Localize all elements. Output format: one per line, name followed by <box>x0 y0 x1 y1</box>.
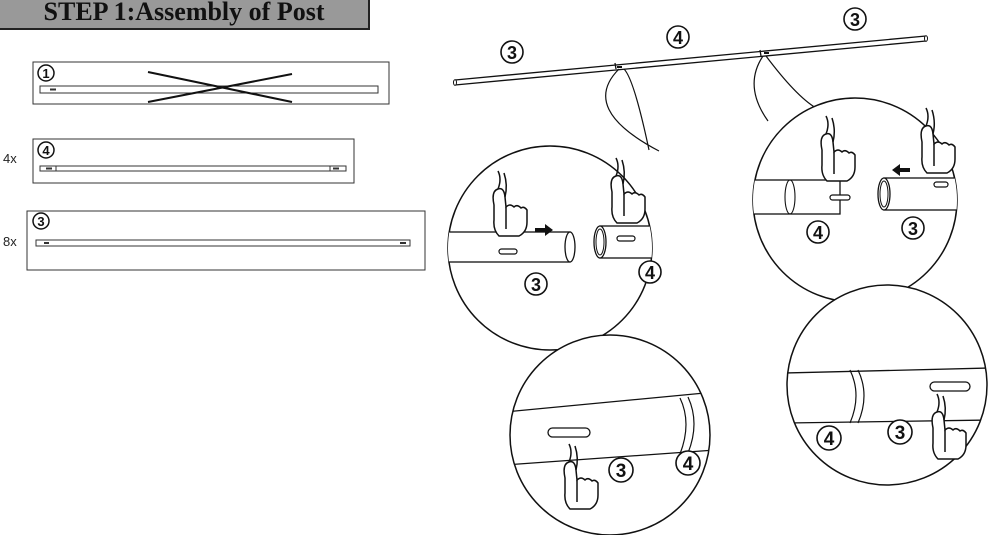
part-1-badge <box>37 64 55 82</box>
post-tube-3 <box>35 239 411 247</box>
detail-2-badge-a <box>806 220 830 244</box>
detail-3-label-a: 3 <box>616 461 627 482</box>
part-1-panel: 1 <box>32 61 390 105</box>
part-3-badge <box>32 212 50 230</box>
step-header: STEP 1:Assembly of Post <box>0 0 370 30</box>
part-3-quantity: 8x <box>3 234 17 249</box>
detail-1-badge-b <box>638 260 662 284</box>
part-4-badge <box>37 141 55 159</box>
push-arrow-icon <box>892 164 910 176</box>
detail-3-badge-a <box>608 457 634 483</box>
part-3-number: 3 <box>37 214 44 229</box>
cross-out-line <box>147 73 293 103</box>
part-4-number: 4 <box>42 143 50 158</box>
detail-3-label-b: 4 <box>683 454 694 475</box>
detail-1-badge-a <box>524 272 548 296</box>
detail-circle-1: 3 4 <box>447 145 662 351</box>
assembly-label-middle: 4 <box>673 28 683 48</box>
detail-3-badge-b <box>675 450 701 476</box>
detail-4-badge-a <box>816 425 842 451</box>
part-4-quantity: 4x <box>3 151 17 166</box>
detail-circle-2: 4 3 <box>752 97 958 303</box>
assembly-label-middle-badge <box>666 25 690 49</box>
step-title: STEP 1:Assembly of Post <box>43 0 325 26</box>
part-4-panel: 4x 4 <box>3 138 355 184</box>
assembly-label-left: 3 <box>507 43 517 63</box>
part-1-number: 1 <box>42 66 49 81</box>
assembled-post: 3 4 3 <box>453 7 928 86</box>
detail-circle-4: 4 3 <box>786 284 988 486</box>
assembly-label-right: 3 <box>850 10 860 30</box>
detail-2-label-a: 4 <box>813 223 823 243</box>
assembly-label-left-badge <box>500 40 524 64</box>
callout-tail-1 <box>605 68 660 152</box>
push-arrow-icon <box>535 224 553 236</box>
detail-4-label-a: 4 <box>824 429 835 450</box>
detail-4-label-b: 3 <box>895 423 906 444</box>
detail-circle-3: 3 4 <box>509 334 711 535</box>
detail-2-badge-b <box>901 216 925 240</box>
detail-1-label-a: 3 <box>531 275 541 295</box>
detail-4-badge-b <box>887 419 913 445</box>
detail-2-label-b: 3 <box>908 219 918 239</box>
callout-tail-2 <box>753 55 817 122</box>
post-tube-4 <box>39 165 347 172</box>
part-3-panel: 8x 3 <box>3 210 426 271</box>
detail-1-label-b: 4 <box>645 263 655 283</box>
assembly-label-right-badge <box>843 7 867 31</box>
